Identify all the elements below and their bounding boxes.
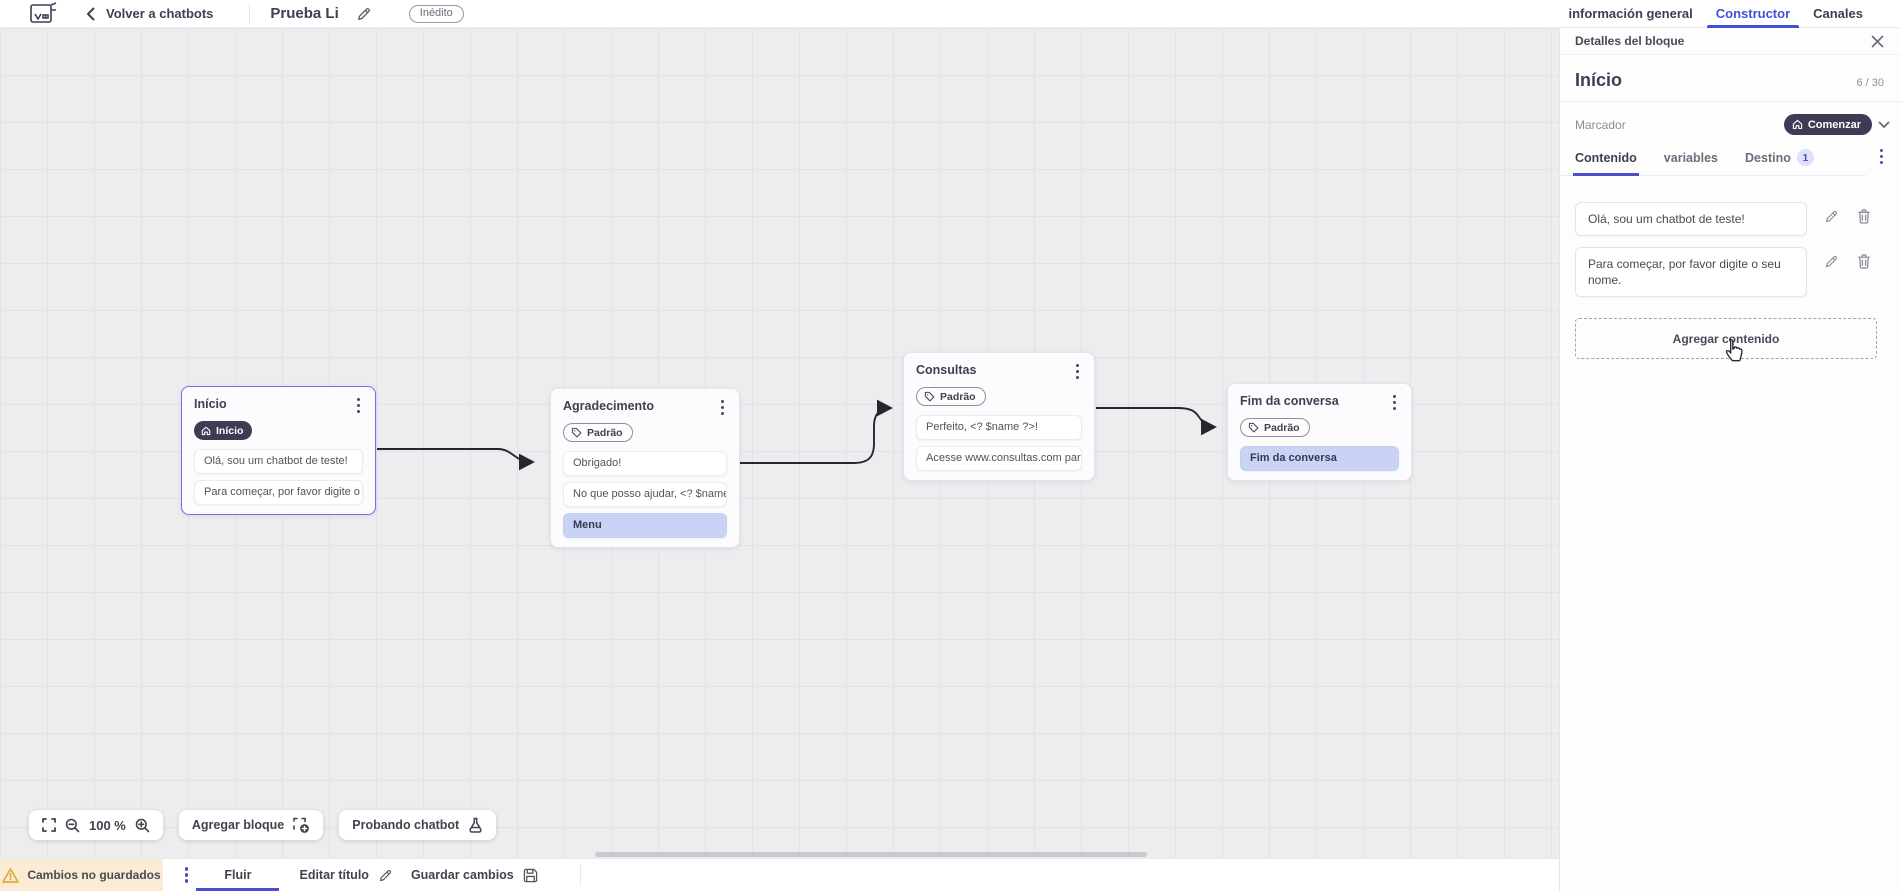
tab-informacion-general[interactable]: información general (1568, 6, 1693, 21)
content-text-box[interactable]: Olá, sou um chatbot de teste! (1575, 202, 1807, 237)
node-message-item[interactable]: Acesse www.consultas.com par... (916, 446, 1082, 472)
flask-icon (468, 817, 483, 833)
zoom-level-value: 100 % (89, 817, 126, 833)
edit-content-icon[interactable] (1824, 254, 1839, 269)
save-changes-button[interactable]: Guardar cambios (411, 859, 538, 891)
zoom-in-icon[interactable] (135, 818, 150, 833)
node-action-item[interactable]: Menu (563, 513, 727, 539)
node-message-item[interactable]: Para começar, por favor digite o ... (194, 479, 363, 505)
tab-fluir[interactable]: Fluir (194, 859, 281, 891)
app-logo (30, 2, 57, 23)
node-action-item[interactable]: Fim da conversa (1240, 446, 1399, 472)
panel-header-title: Detalles del bloque (1575, 34, 1685, 48)
node-title: Início (194, 397, 227, 411)
add-block-label: Agregar bloque (191, 818, 285, 832)
delete-content-icon[interactable] (1857, 209, 1871, 224)
node-type-badge: Padrão (916, 387, 986, 407)
canvas-controls: 100 % Agregar bloque Probando chatbot (29, 810, 497, 840)
node-title: Agradecimento (563, 399, 654, 413)
status-badge: Inédito (408, 4, 464, 23)
tag-icon (1248, 423, 1259, 433)
node-type-badge: Início (194, 421, 253, 441)
warning-icon (2, 867, 20, 883)
fullscreen-icon[interactable] (42, 818, 56, 832)
zoom-control: 100 % (29, 810, 163, 840)
node-menu-button[interactable] (718, 399, 727, 416)
close-icon[interactable] (1871, 35, 1884, 48)
node-menu-button[interactable] (1073, 363, 1082, 380)
unsaved-changes-label: Cambios no guardados (27, 868, 161, 882)
statusbar: Cambios no guardados Fluir Editar título… (0, 858, 1559, 891)
tag-icon (924, 392, 935, 402)
edit-content-icon[interactable] (1824, 209, 1839, 224)
topbar-divider (249, 3, 251, 24)
node-menu-button[interactable] (354, 397, 363, 414)
add-content-button[interactable]: Agregar contenido (1575, 318, 1877, 360)
node-message-item[interactable]: Perfeito, <? $name ?>! (916, 415, 1082, 441)
block-title: Início (1575, 70, 1623, 90)
chevron-down-icon[interactable] (1878, 121, 1890, 129)
block-details-panel: Detalles del bloque Início 6 / 30 Marcad… (1559, 28, 1901, 891)
canvas-horizontal-scrollbar[interactable] (595, 852, 1147, 857)
edit-title-button[interactable]: Editar título (299, 859, 392, 891)
statusbar-divider (579, 864, 581, 886)
tag-icon (571, 428, 582, 438)
node-message-item[interactable]: Obrigado! (563, 451, 727, 477)
node-title: Consultas (916, 363, 977, 377)
add-block-button[interactable]: Agregar bloque (178, 810, 324, 840)
pencil-icon (378, 868, 393, 883)
topbar-tabs: información general Constructor Canales (1568, 0, 1863, 28)
node-menu-button[interactable] (1390, 394, 1399, 411)
zoom-out-icon[interactable] (65, 818, 80, 833)
content-row: Olá, sou um chatbot de teste! (1575, 202, 1901, 237)
edit-title-label: Editar título (299, 868, 369, 882)
node-type-badge: Padrão (1240, 418, 1310, 438)
tab-variables[interactable]: variables (1663, 150, 1719, 165)
block-title-counter: 6 / 30 (1856, 77, 1884, 89)
save-icon (523, 868, 538, 883)
panel-menu-button[interactable] (1879, 149, 1883, 165)
unsaved-changes-chip: Cambios no guardados (0, 859, 163, 891)
test-chatbot-button[interactable]: Probando chatbot (339, 810, 497, 840)
home-icon (1792, 119, 1802, 129)
flow-menu-button[interactable] (185, 867, 189, 883)
edit-title-pencil-icon[interactable] (356, 6, 372, 22)
tab-contenido[interactable]: Contenido (1573, 150, 1639, 177)
topbar: Volver a chatbots Prueba Li Inédito info… (0, 0, 1901, 28)
add-block-icon (293, 817, 310, 834)
node-message-item[interactable]: Olá, sou um chatbot de teste! (194, 448, 363, 474)
home-icon (201, 426, 211, 435)
test-chatbot-label: Probando chatbot (352, 818, 460, 832)
chatbot-title: Prueba Li (270, 5, 339, 22)
destino-count-badge: 1 (1796, 149, 1814, 167)
tab-canales[interactable]: Canales (1813, 6, 1863, 21)
node-message-item[interactable]: No que posso ajudar, <? $name ... (563, 482, 727, 508)
delete-content-icon[interactable] (1857, 254, 1871, 269)
back-to-chatbots-link[interactable]: Volver a chatbots (106, 6, 214, 21)
node-title: Fim da conversa (1240, 394, 1339, 408)
save-changes-label: Guardar cambios (410, 868, 514, 882)
content-text-box[interactable]: Para começar, por favor digite o seu nom… (1575, 247, 1807, 298)
content-list: Olá, sou um chatbot de teste! Para começa… (1560, 176, 1901, 298)
tab-constructor[interactable]: Constructor (1706, 0, 1800, 28)
marker-value-button[interactable]: Comenzar (1783, 114, 1872, 135)
tab-destino[interactable]: Destino 1 (1745, 149, 1814, 167)
panel-tabs: Contenido variables Destino 1 (1560, 149, 1866, 177)
back-chevron-icon[interactable] (86, 7, 95, 21)
marker-label: Marcador (1575, 117, 1626, 132)
content-row: Para começar, por favor digite o seu nom… (1575, 247, 1901, 298)
node-type-badge: Padrão (563, 423, 633, 443)
